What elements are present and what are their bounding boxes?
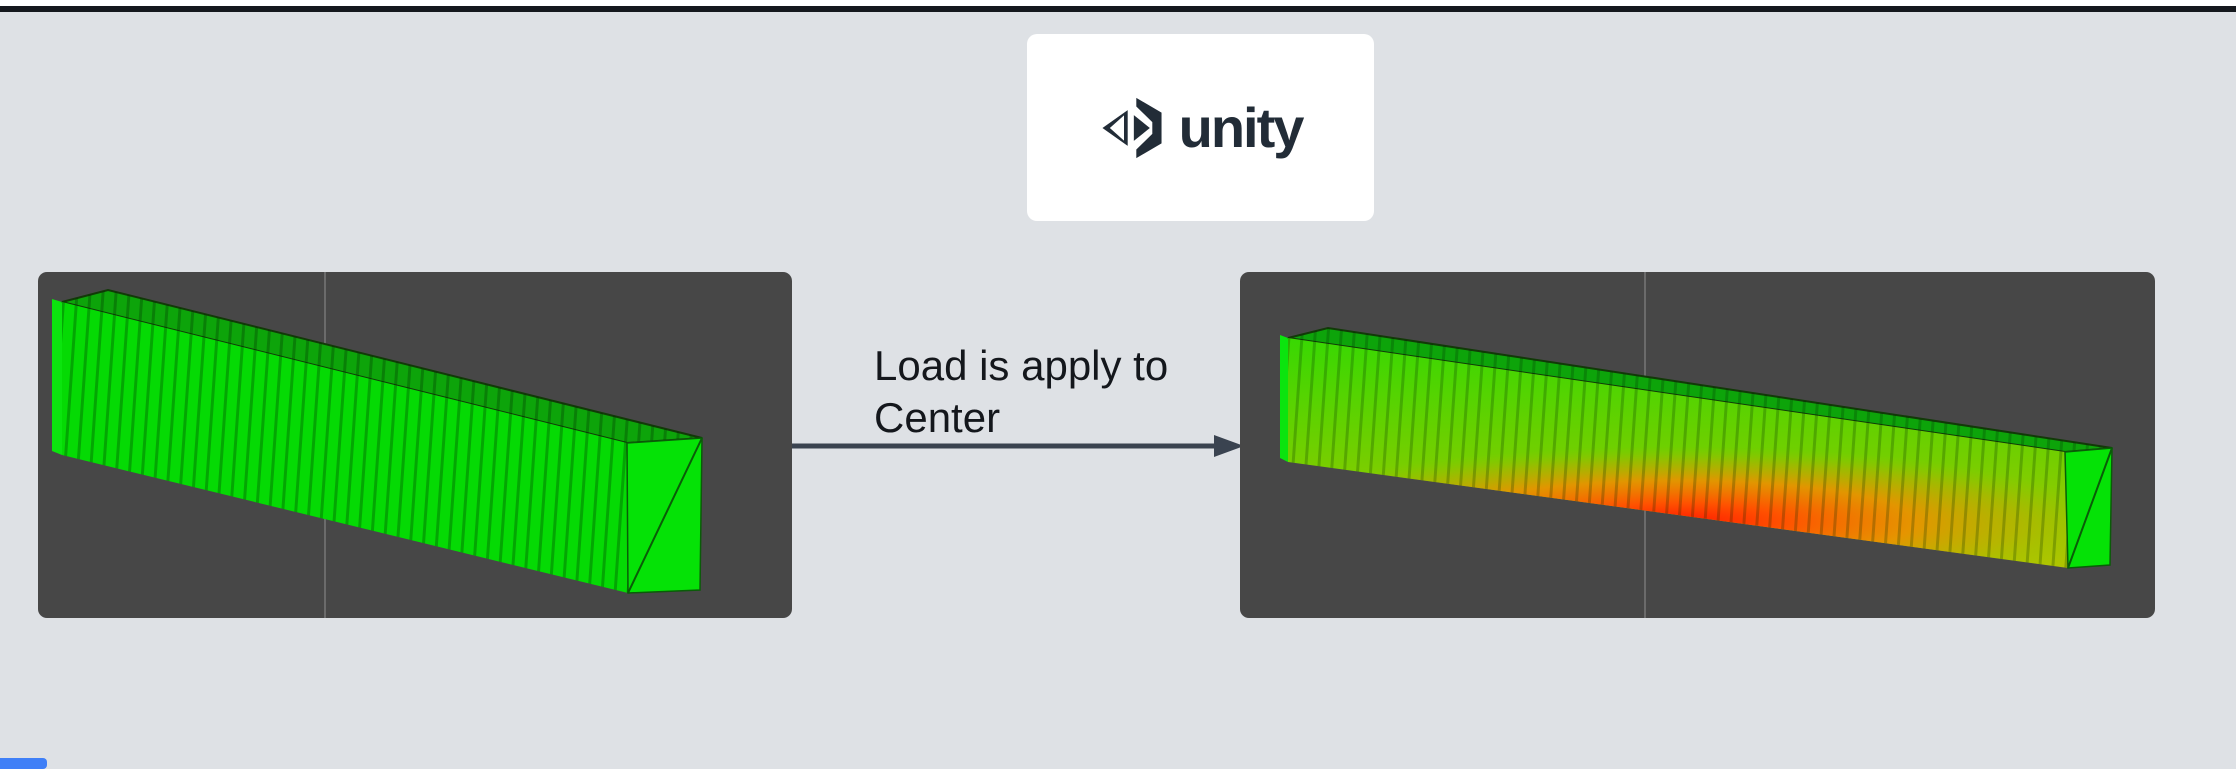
unity-cube-left-arm xyxy=(1102,109,1128,146)
viewport-beam-after xyxy=(1240,272,2155,618)
unity-cube-center-face xyxy=(1133,114,1150,141)
arrow-head xyxy=(1214,435,1244,457)
load-annotation: Load is apply to Center xyxy=(874,340,1204,444)
beam-roof-slices xyxy=(1288,328,2112,452)
arrow-right xyxy=(792,435,1244,457)
bottom-accent-bar xyxy=(0,758,47,769)
beam-loaded xyxy=(1280,326,2113,569)
beam-mesh-slices xyxy=(62,302,628,593)
annotation-line1: Load is apply to xyxy=(874,342,1169,389)
beam-left-endcap xyxy=(1280,335,1288,462)
unity-cube-right-arm xyxy=(1135,97,1162,158)
beam-mesh-slices xyxy=(1288,338,2068,568)
annotation-line2: Center xyxy=(874,394,1001,441)
unity-logo-card: unity xyxy=(1027,34,1374,221)
beam-left-endcap xyxy=(52,299,62,455)
top-white-strip xyxy=(0,0,2236,6)
beam-undeformed xyxy=(52,288,703,594)
viewport-beam-before xyxy=(38,272,792,618)
beam-roof-slices xyxy=(62,290,702,443)
unity-wordmark: unity xyxy=(1178,96,1305,159)
endcap-diagonal-edge xyxy=(2067,447,2113,569)
endcap-diagonal-edge xyxy=(627,437,703,594)
unity-cube-icon xyxy=(1102,97,1162,158)
top-border-line xyxy=(0,6,2236,12)
